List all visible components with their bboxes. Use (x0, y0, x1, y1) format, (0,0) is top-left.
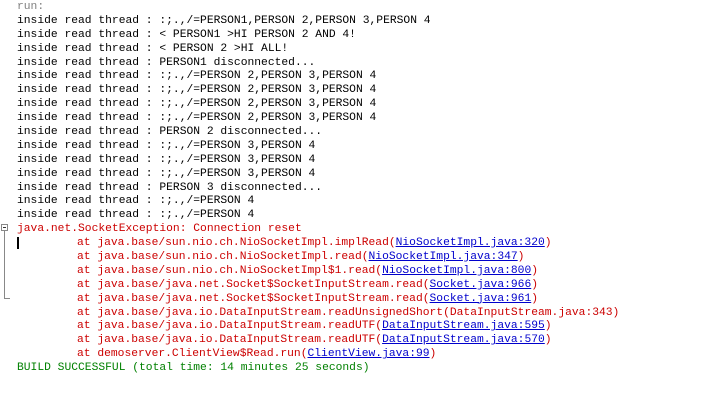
stack-frame-link[interactable]: NioSocketImpl.java:800 (382, 264, 532, 277)
stack-frame: at demoserver.ClientView$Read.run(Client… (0, 348, 711, 362)
stack-frame-text: at java.base/java.io.DataInputStream.rea… (77, 334, 383, 347)
stack-frame: at java.base/sun.nio.ch.NioSocketImpl$1.… (0, 265, 711, 279)
thread-line: inside read thread : :;.,/=PERSON 3,PERS… (17, 167, 316, 180)
text-caret (17, 237, 19, 249)
stack-frame-text: at java.base/sun.nio.ch.NioSocketImpl.im… (77, 237, 396, 250)
stack-frame: at java.base/java.io.DataInputStream.rea… (0, 320, 711, 334)
stack-frame-link[interactable]: NioSocketImpl.java:320 (395, 237, 545, 250)
stack-frame-suffix: ) (531, 292, 539, 305)
exception-message: java.net.SocketException: Connection res… (17, 223, 302, 236)
thread-line: inside read thread : :;.,/=PERSON 2,PERS… (17, 98, 377, 111)
stack-frame: at java.base/java.io.DataInputStream.rea… (0, 334, 711, 348)
stack-frame-link[interactable]: DataInputStream.java:570 (382, 334, 545, 347)
thread-line: inside read thread : :;.,/=PERSON 4 (17, 209, 255, 222)
stack-frame-text: at java.base/java.io.DataInputStream.rea… (77, 306, 620, 319)
thread-line: inside read thread : :;.,/=PERSON 2,PERS… (17, 70, 377, 83)
thread-line: inside read thread : :;.,/=PERSON 4 (17, 195, 255, 208)
stack-frame-suffix: ) (544, 237, 552, 250)
stack-frame-link[interactable]: Socket.java:961 (429, 292, 532, 305)
thread-line: inside read thread : PERSON 2 disconnect… (17, 126, 323, 139)
fold-guide-line (4, 231, 5, 298)
stack-frame-link[interactable]: ClientView.java:99 (307, 348, 430, 361)
stack-frame-text: at java.base/sun.nio.ch.NioSocketImpl.re… (77, 251, 369, 264)
thread-line: inside read thread : :;.,/=PERSON 3,PERS… (17, 139, 316, 152)
thread-line: inside read thread : PERSON 3 disconnect… (17, 181, 323, 194)
thread-line: inside read thread : < PERSON1 >HI PERSO… (17, 28, 356, 41)
stack-frame-suffix: ) (531, 278, 539, 291)
thread-line: inside read thread : :;.,/=PERSON1,PERSO… (17, 14, 431, 27)
thread-line: inside read thread : :;.,/=PERSON 2,PERS… (17, 84, 377, 97)
stack-frame: at java.base/java.net.Socket$SocketInput… (0, 279, 711, 293)
build-status: BUILD SUCCESSFUL (total time: 14 minutes… (17, 362, 370, 375)
stack-frame: at java.base/java.io.DataInputStream.rea… (0, 307, 711, 321)
stack-frame: at java.base/java.net.Socket$SocketInput… (0, 293, 711, 307)
stack-frame-link[interactable]: DataInputStream.java:595 (382, 320, 545, 333)
thread-line: inside read thread : :;.,/=PERSON 3,PERS… (17, 153, 316, 166)
run-label: run: (17, 1, 45, 13)
stack-frame-suffix: ) (544, 320, 552, 333)
thread-line: inside read thread : < PERSON 2 >HI ALL! (17, 42, 289, 55)
stack-frame-suffix: ) (517, 251, 525, 264)
stack-frame-text: at demoserver.ClientView$Read.run( (77, 348, 308, 361)
thread-line: inside read thread : PERSON1 disconnecte… (17, 56, 316, 69)
stack-frame-suffix: ) (544, 334, 552, 347)
thread-line: inside read thread : :;.,/=PERSON 2,PERS… (17, 112, 377, 125)
fold-collapse-icon[interactable] (1, 224, 8, 231)
stack-frame-link[interactable]: Socket.java:966 (429, 278, 532, 291)
stack-frame-text: at java.base/java.net.Socket$SocketInput… (77, 292, 430, 305)
stack-frame: at java.base/sun.nio.ch.NioSocketImpl.im… (0, 237, 711, 251)
stack-frame-suffix: ) (429, 348, 437, 361)
stack-frame-text: at java.base/java.io.DataInputStream.rea… (77, 320, 383, 333)
stack-frame-text: at java.base/sun.nio.ch.NioSocketImpl$1.… (77, 264, 383, 277)
fold-guide-end (4, 298, 10, 299)
stack-frame-link[interactable]: NioSocketImpl.java:347 (368, 251, 518, 264)
stack-frame: at java.base/sun.nio.ch.NioSocketImpl.re… (0, 251, 711, 265)
stack-frame-suffix: ) (531, 264, 539, 277)
stack-frame-text: at java.base/java.net.Socket$SocketInput… (77, 278, 430, 291)
